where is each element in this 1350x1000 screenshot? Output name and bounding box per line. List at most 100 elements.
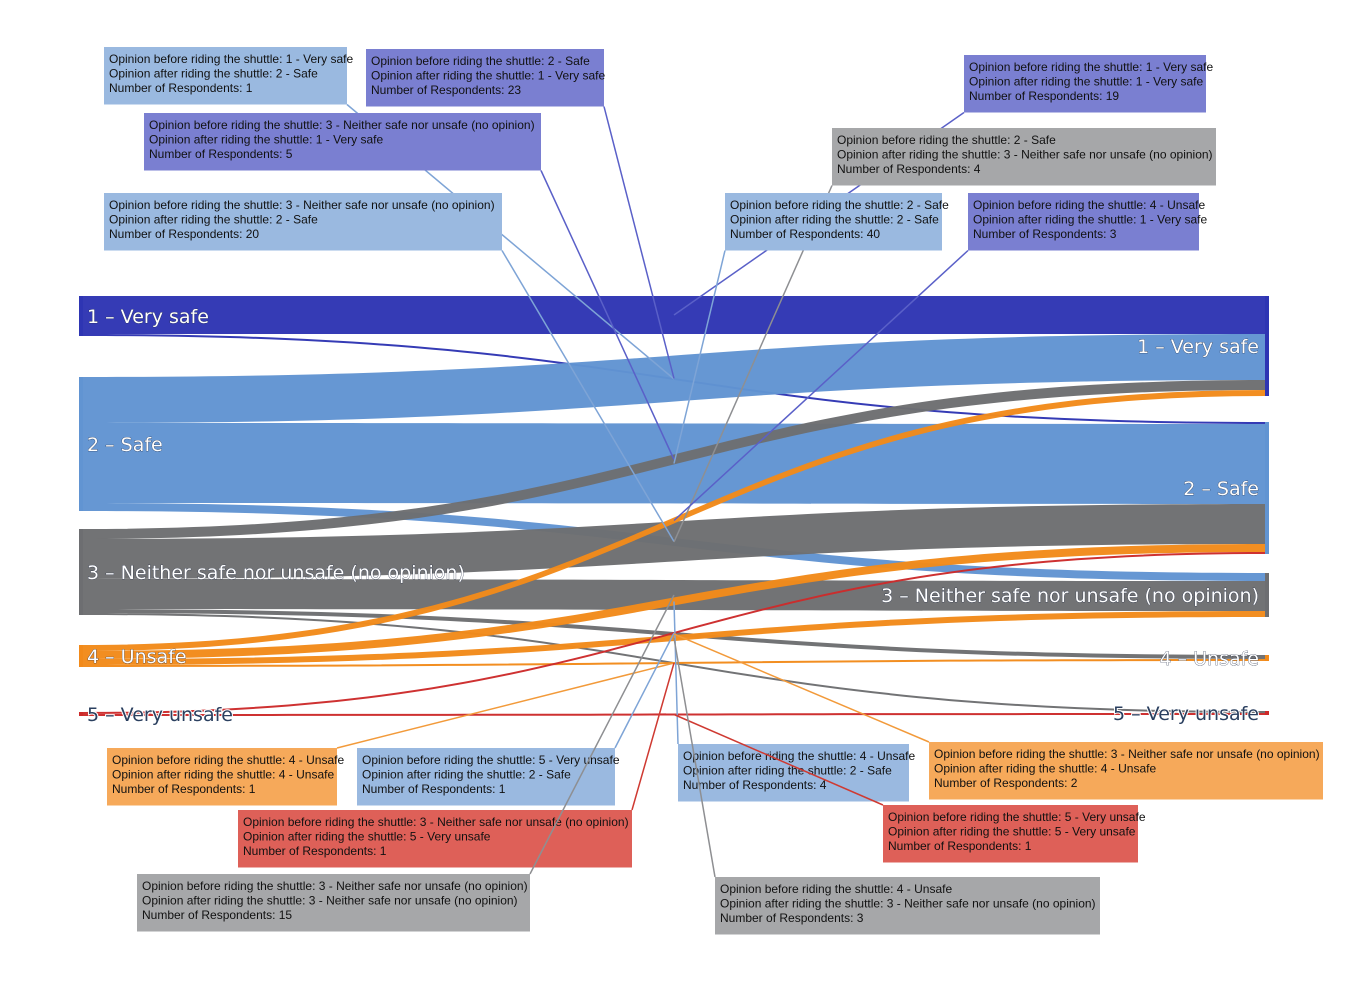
tooltip-leader-line (336, 662, 675, 749)
node-t5[interactable] (1265, 711, 1269, 715)
tooltip-line: Opinion before riding the shuttle: 5 - V… (362, 753, 620, 767)
tooltip-leader-line (501, 250, 675, 542)
tooltip-leader-line (603, 106, 675, 379)
tooltip-box: Opinion before riding the shuttle: 5 - V… (357, 632, 675, 806)
tooltip-line: Opinion before riding the shuttle: 1 - V… (109, 52, 353, 66)
node-label-s1: 1 – Very safe (87, 306, 209, 328)
tooltip-background (968, 193, 1199, 251)
tooltip-line: Opinion after riding the shuttle: 3 - Ne… (837, 148, 1213, 162)
tooltip-line: Opinion after riding the shuttle: 1 - Ve… (969, 75, 1203, 89)
node-s2[interactable] (79, 377, 83, 511)
node-label-s4: 4 – Unsafe (87, 646, 187, 668)
tooltip-leader-line (673, 249, 969, 522)
node-t1[interactable] (1265, 296, 1269, 396)
node-label-s5: 5 – Very unsafe (87, 704, 233, 726)
node-t2[interactable] (1265, 422, 1269, 554)
node-label-s2: 2 – Safe (87, 434, 163, 456)
tooltip-background (832, 128, 1216, 186)
tooltip-line: Opinion after riding the shuttle: 5 - Ve… (243, 830, 491, 844)
tooltip-line: Opinion before riding the shuttle: 2 - S… (730, 198, 949, 212)
node-label-t1: 1 – Very safe (1137, 336, 1259, 358)
tooltip-line: Number of Respondents: 1 (243, 844, 387, 858)
tooltip-background (144, 113, 541, 171)
node-label-t2: 2 – Safe (1183, 478, 1259, 500)
nodes-layer (79, 296, 1269, 716)
tooltip-background (715, 877, 1100, 935)
tooltip-line: Number of Respondents: 5 (149, 147, 293, 161)
tooltip-line: Opinion before riding the shuttle: 3 - N… (934, 747, 1320, 761)
tooltip-line: Number of Respondents: 1 (888, 839, 1032, 853)
tooltip-line: Opinion after riding the shuttle: 1 - Ve… (149, 133, 383, 147)
tooltip-line: Opinion before riding the shuttle: 2 - S… (371, 54, 590, 68)
tooltip-line: Opinion after riding the shuttle: 2 - Sa… (730, 213, 939, 227)
tooltip-line: Opinion after riding the shuttle: 2 - Sa… (683, 764, 892, 778)
tooltip-line: Opinion after riding the shuttle: 5 - Ve… (888, 825, 1136, 839)
tooltip-line: Opinion before riding the shuttle: 3 - N… (243, 815, 629, 829)
tooltip-line: Number of Respondents: 1 (362, 782, 506, 796)
tooltip-leader-line (673, 633, 930, 743)
tooltip-line: Opinion after riding the shuttle: 2 - Sa… (109, 67, 318, 81)
tooltip-line: Opinion after riding the shuttle: 2 - Sa… (362, 768, 571, 782)
node-label-s3: 3 – Neither safe nor unsafe (no opinion) (87, 562, 465, 584)
tooltip-box: Opinion before riding the shuttle: 4 - U… (673, 193, 1207, 522)
links-layer (83, 296, 1265, 716)
tooltip-line: Number of Respondents: 4 (837, 162, 981, 176)
tooltip-line: Opinion before riding the shuttle: 3 - N… (149, 118, 535, 132)
tooltip-line: Number of Respondents: 3 (973, 227, 1117, 241)
tooltip-background (883, 805, 1138, 863)
node-s1[interactable] (79, 296, 83, 336)
tooltip-line: Number of Respondents: 20 (109, 227, 259, 241)
tooltip-box: Opinion before riding the shuttle: 5 - V… (673, 713, 1146, 863)
tooltip-background (137, 874, 530, 932)
tooltip-box: Opinion before riding the shuttle: 2 - S… (673, 193, 949, 464)
tooltip-leader-line (673, 250, 726, 464)
tooltip-box: Opinion before riding the shuttle: 1 - V… (104, 47, 675, 380)
tooltip-leader-line (529, 594, 675, 875)
tooltips-layer: Opinion before riding the shuttle: 1 - V… (104, 47, 1323, 935)
tooltip-box: Opinion before riding the shuttle: 3 - N… (238, 662, 675, 868)
tooltip-box: Opinion before riding the shuttle: 4 - U… (107, 662, 675, 806)
tooltip-line: Opinion before riding the shuttle: 4 - U… (720, 882, 952, 896)
tooltip-line: Number of Respondents: 3 (720, 911, 864, 925)
node-t4[interactable] (1265, 655, 1269, 661)
node-s3[interactable] (79, 529, 83, 615)
tooltip-line: Number of Respondents: 1 (109, 81, 253, 95)
tooltip-background (725, 193, 942, 251)
tooltip-line: Opinion after riding the shuttle: 2 - Sa… (109, 213, 318, 227)
tooltip-background (964, 55, 1206, 113)
node-t3[interactable] (1265, 573, 1269, 617)
node-label-t4: 4 – Unsafe (1159, 648, 1259, 670)
tooltip-box: Opinion before riding the shuttle: 4 - U… (673, 601, 915, 802)
tooltip-background (678, 744, 909, 802)
tooltip-leader-line (614, 632, 675, 749)
tooltip-background (238, 810, 632, 868)
tooltip-line: Number of Respondents: 19 (969, 89, 1119, 103)
tooltip-line: Number of Respondents: 23 (371, 83, 521, 97)
node-label-t3: 3 – Neither safe nor unsafe (no opinion) (881, 585, 1259, 607)
tooltip-box: Opinion before riding the shuttle: 2 - S… (366, 49, 675, 379)
tooltip-leader-line (673, 713, 884, 806)
tooltip-line: Opinion before riding the shuttle: 5 - V… (888, 810, 1146, 824)
tooltip-line: Number of Respondents: 4 (683, 778, 827, 792)
tooltip-line: Opinion before riding the shuttle: 1 - V… (969, 60, 1213, 74)
tooltip-leader-line (540, 170, 675, 460)
tooltip-line: Opinion after riding the shuttle: 3 - Ne… (142, 894, 518, 908)
tooltip-background (366, 49, 604, 107)
tooltip-line: Opinion before riding the shuttle: 2 - S… (837, 133, 1056, 147)
tooltip-line: Opinion before riding the shuttle: 4 - U… (973, 198, 1205, 212)
node-s5[interactable] (79, 712, 83, 716)
tooltip-box: Opinion before riding the shuttle: 2 - S… (673, 128, 1216, 543)
tooltip-line: Number of Respondents: 40 (730, 227, 880, 241)
node-s4[interactable] (79, 645, 83, 667)
tooltip-box: Opinion before riding the shuttle: 3 - N… (673, 633, 1323, 800)
tooltip-leader-line (631, 662, 675, 811)
tooltip-leader-line (673, 637, 716, 878)
tooltip-background (357, 748, 615, 806)
tooltip-line: Opinion after riding the shuttle: 4 - Un… (934, 762, 1156, 776)
tooltip-box: Opinion before riding the shuttle: 3 - N… (144, 113, 675, 460)
tooltip-line: Opinion after riding the shuttle: 1 - Ve… (973, 213, 1207, 227)
node-label-t5: 5 – Very unsafe (1113, 703, 1259, 725)
tooltip-line: Opinion before riding the shuttle: 3 - N… (142, 879, 528, 893)
tooltip-line: Opinion before riding the shuttle: 3 - N… (109, 198, 495, 212)
labels-layer: 1 – Very safe 2 – Safe 3 – Neither safe no… (86, 306, 1260, 727)
